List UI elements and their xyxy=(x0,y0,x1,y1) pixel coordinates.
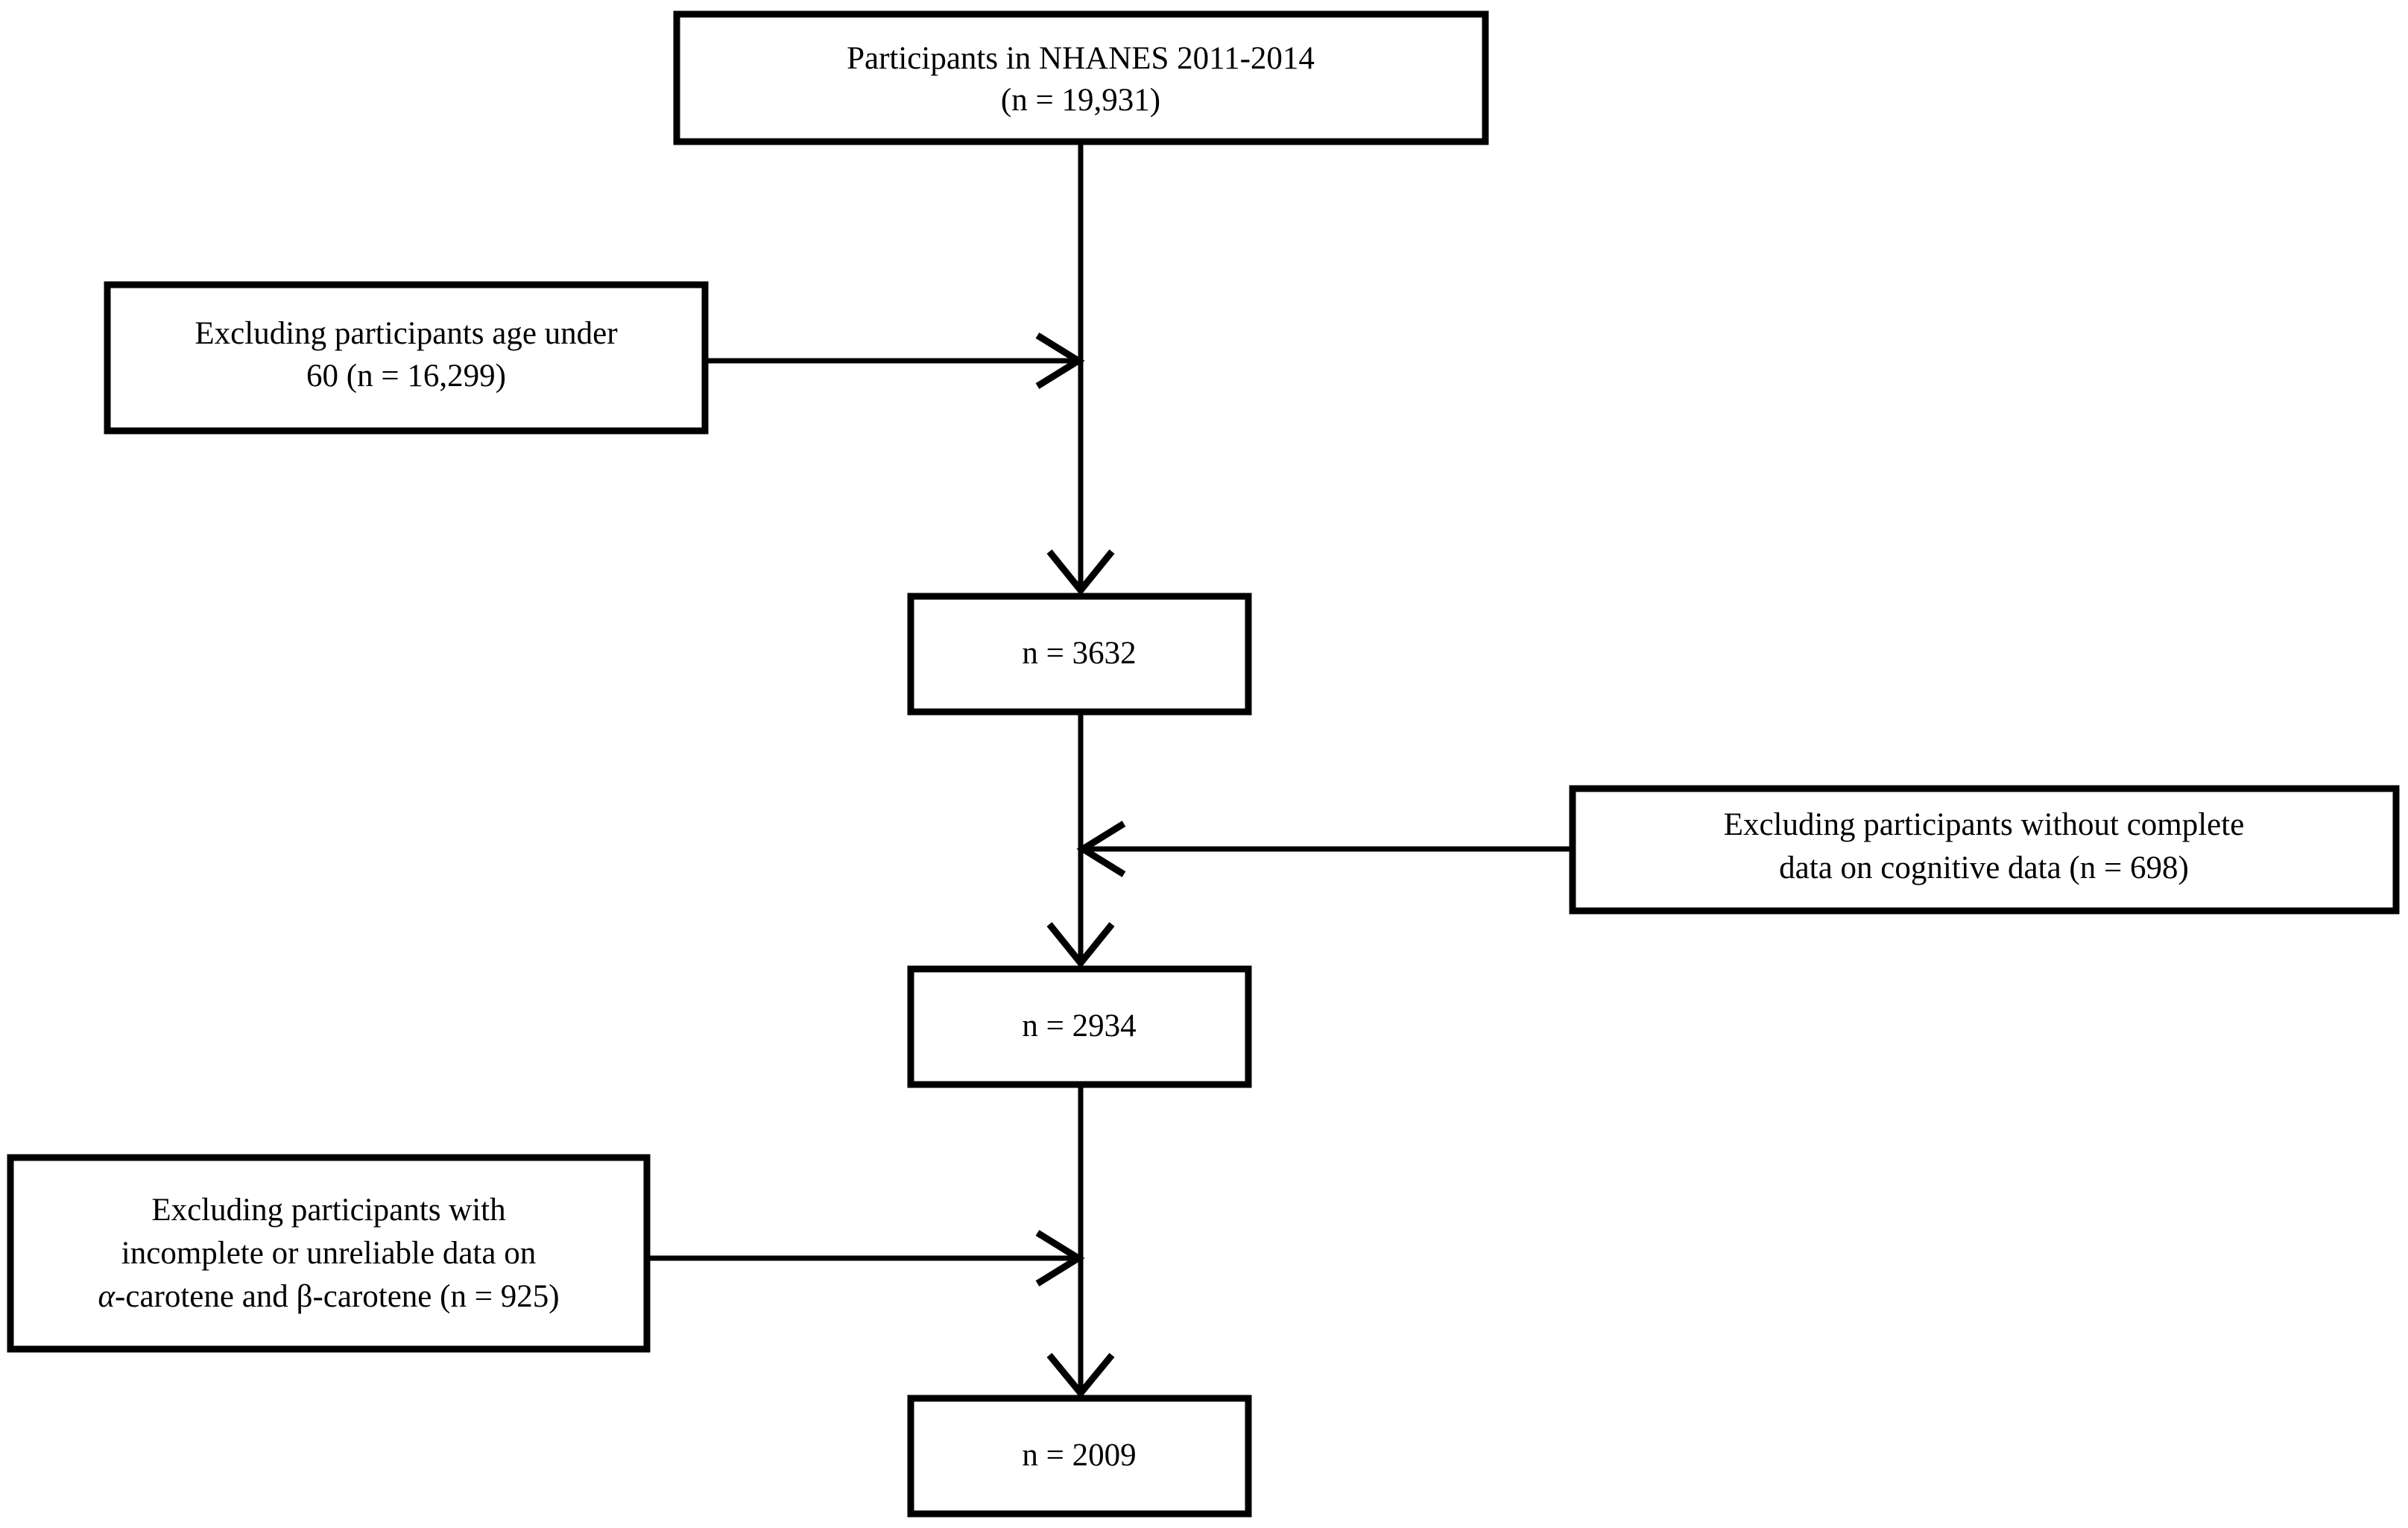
node-exclusion-carotene: Excluding participants with incomplete o… xyxy=(7,1154,651,1353)
carotene-text-b: -carotene (n = 925) xyxy=(312,1279,559,1314)
carotene-text-a: -carotene and xyxy=(115,1279,297,1314)
node-remaining-2934-label: n = 2934 xyxy=(1022,1008,1136,1044)
node-remaining-3632-box xyxy=(907,593,1252,716)
node-exclusion-carotene-line1: Excluding participants with xyxy=(151,1193,505,1228)
node-exclusion-cognitive-line1: Excluding participants without complete xyxy=(1724,807,2245,842)
alpha-symbol: α xyxy=(98,1279,116,1314)
beta-symbol: β xyxy=(297,1279,313,1314)
arrow-head-right-2 xyxy=(1035,1230,1085,1287)
connectors xyxy=(647,142,1573,1399)
node-exclusion-carotene-line3: α-carotene and β-carotene (n = 925) xyxy=(98,1279,559,1314)
arrow-head-down-1 xyxy=(1046,549,1115,596)
node-exclusion-carotene-line2: incomplete or unreliable data on xyxy=(121,1236,536,1271)
node-exclusion-age-line2: 60 (n = 16,299) xyxy=(306,359,506,394)
node-source-population-box xyxy=(673,10,1489,145)
node-exclusion-cognitive-line2: data on cognitive data (n = 698) xyxy=(1779,850,2189,885)
node-exclusion-age: Excluding participants age under 60 (n =… xyxy=(104,281,709,435)
node-remaining-2009: n = 2009 xyxy=(907,1395,1252,1518)
node-source-population: Participants in NHANES 2011-2014 (n = 19… xyxy=(673,10,1489,145)
node-exclusion-cognitive-box xyxy=(1569,785,2400,915)
node-exclusion-carotene-box xyxy=(7,1154,651,1353)
node-source-population-line1: Participants in NHANES 2011-2014 xyxy=(847,41,1315,76)
arrow-head-right-1 xyxy=(1035,332,1085,389)
arrow-head-down-3 xyxy=(1046,1353,1115,1399)
node-exclusion-age-line1: Excluding participants age under xyxy=(195,316,617,351)
arrow-head-left-1 xyxy=(1076,821,1126,877)
node-remaining-3632: n = 3632 xyxy=(907,593,1252,716)
node-remaining-2934: n = 2934 xyxy=(907,965,1252,1088)
node-exclusion-age-box xyxy=(104,281,709,435)
node-remaining-2009-label: n = 2009 xyxy=(1022,1438,1136,1473)
node-remaining-3632-label: n = 3632 xyxy=(1022,636,1136,671)
node-exclusion-cognitive: Excluding participants without complete … xyxy=(1569,785,2400,915)
node-remaining-2934-box xyxy=(907,965,1252,1088)
arrow-head-down-2 xyxy=(1046,922,1115,969)
node-source-population-line2: (n = 19,931) xyxy=(1001,83,1160,118)
node-remaining-2009-box xyxy=(907,1395,1252,1518)
